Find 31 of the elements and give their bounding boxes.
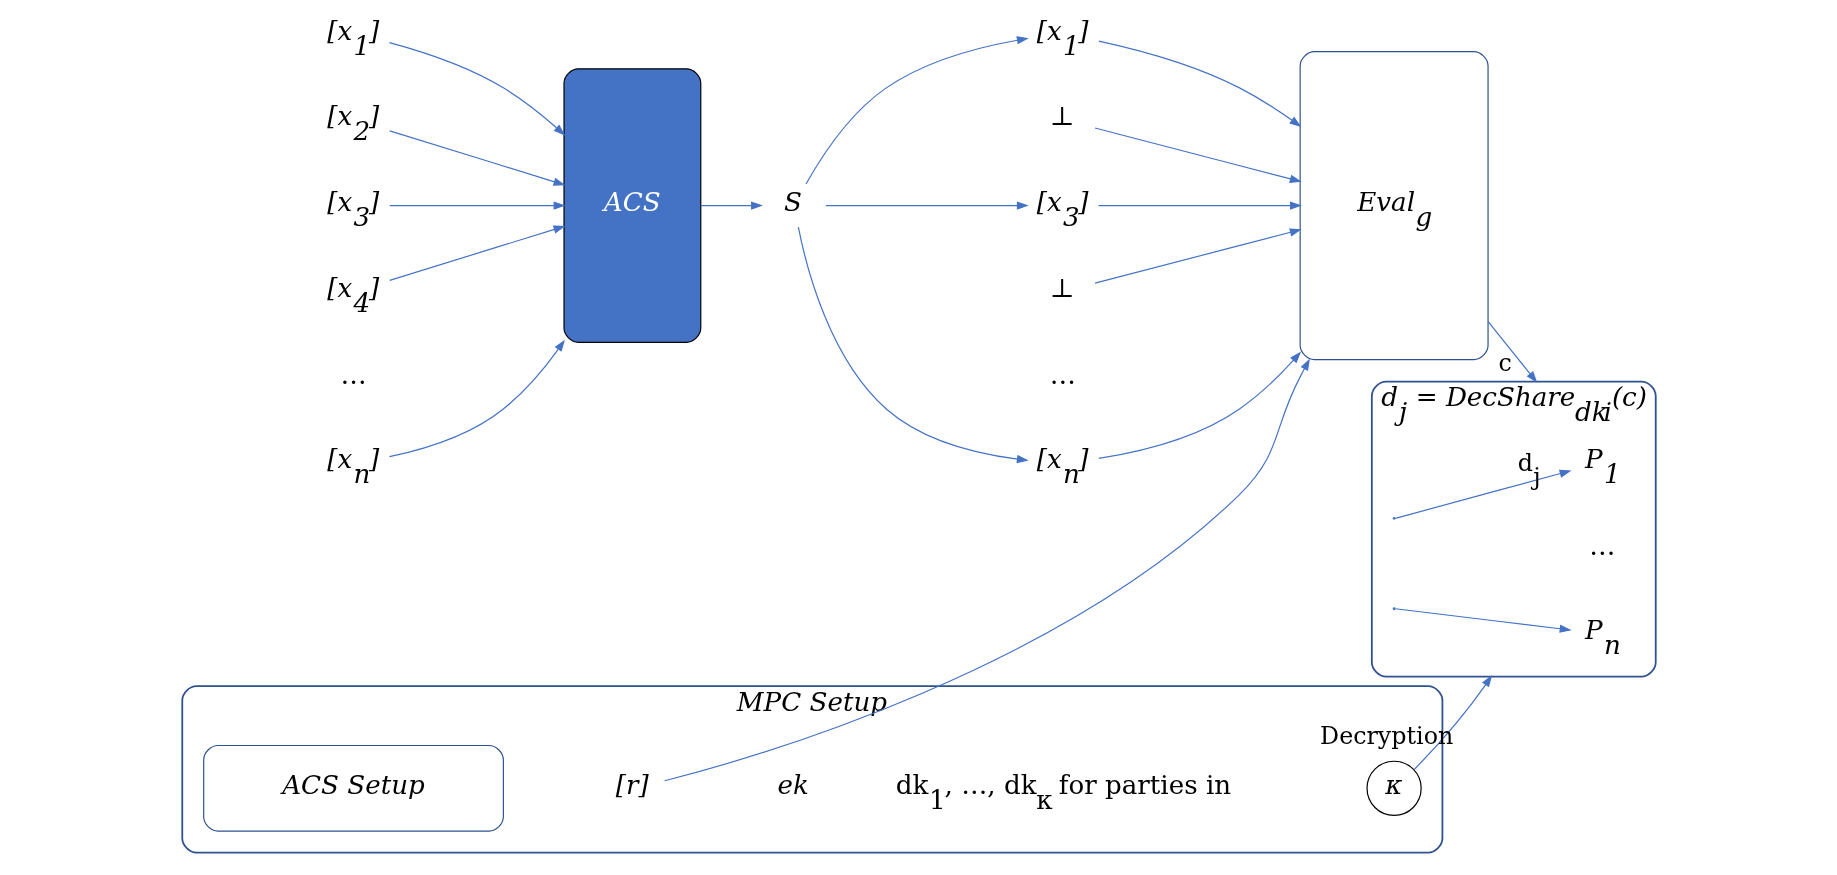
edge-label: c — [1498, 348, 1512, 377]
arrow — [663, 358, 1310, 782]
arrow — [388, 42, 565, 136]
label: ek — [776, 769, 809, 800]
arrow — [1093, 127, 1302, 183]
arrow — [1097, 201, 1302, 210]
arrow — [1394, 469, 1571, 519]
arrow — [388, 130, 565, 186]
label: … — [1049, 359, 1076, 390]
node-box: ACS Setup — [202, 744, 504, 832]
arrow — [388, 339, 565, 458]
arrow — [1097, 40, 1301, 127]
node-text: S — [783, 187, 802, 218]
arrow — [797, 226, 1029, 464]
node-box: ACS — [562, 68, 701, 343]
arrow — [824, 201, 1029, 210]
arrow — [699, 201, 763, 210]
arrow — [1412, 675, 1492, 771]
node-text: [r] — [615, 769, 649, 800]
node-circle: κ — [1365, 760, 1422, 816]
arrow — [1394, 608, 1572, 633]
node-text: ⊥ — [1049, 272, 1074, 303]
arrow — [804, 36, 1029, 185]
label: … — [1588, 530, 1615, 561]
arrow — [388, 201, 565, 210]
arrow — [1487, 321, 1537, 383]
label: … — [339, 359, 367, 390]
arrow — [388, 225, 565, 281]
node-text: ⊥ — [1049, 101, 1074, 132]
arrow — [1093, 228, 1302, 284]
arrow — [1097, 351, 1301, 459]
